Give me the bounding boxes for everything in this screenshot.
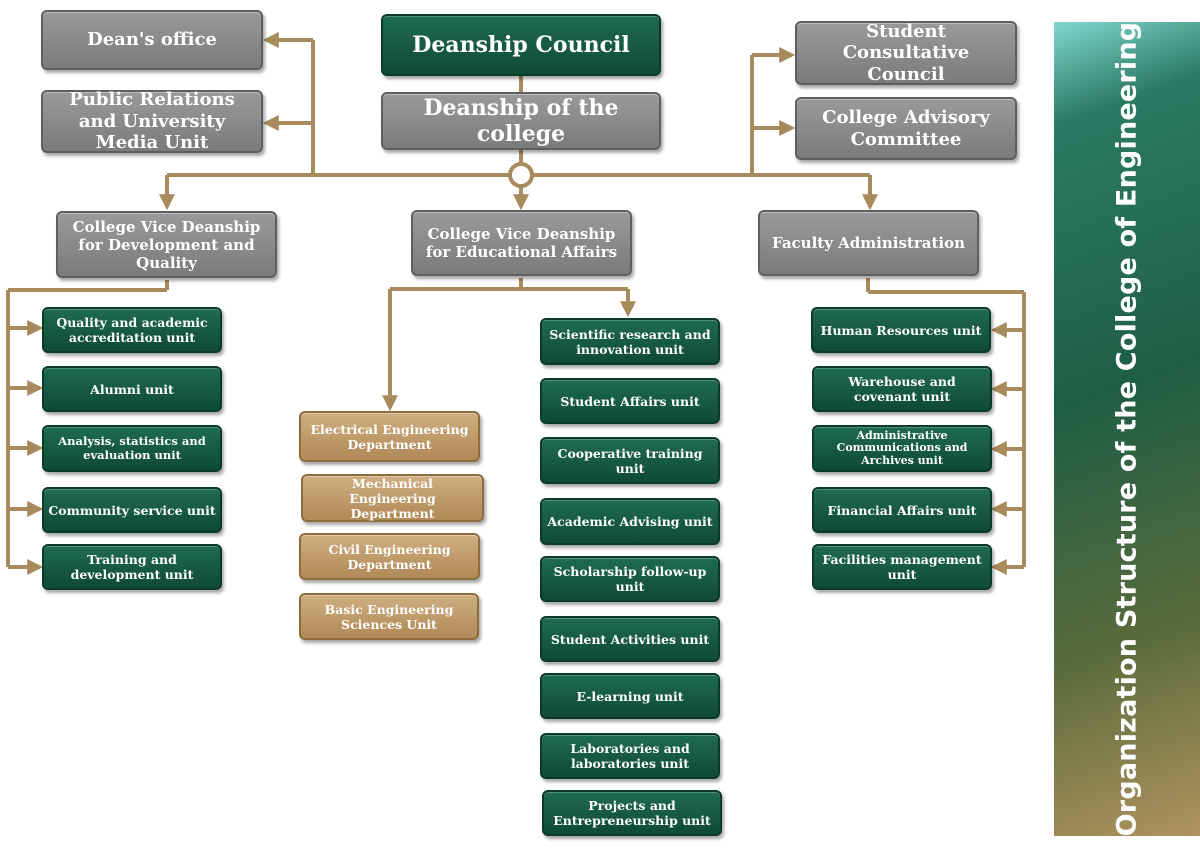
department-box: Civil Engineering Department	[299, 533, 480, 580]
deans-office-box: Dean's office	[41, 10, 263, 70]
development-unit-box: Training and development unit	[42, 544, 222, 590]
department-box: Electrical Engineering Department	[299, 411, 480, 462]
admin-unit-box: Warehouse and covenant unit	[812, 366, 992, 412]
student-consultative-council-box: Student Consultative Council	[795, 21, 1017, 85]
development-unit-box: Analysis, statistics and evaluation unit	[42, 425, 222, 472]
side-title-banner: Organization Structure of the College of…	[1054, 22, 1200, 836]
admin-unit-box: Human Resources unit	[811, 307, 991, 353]
deanship-council-box: Deanship Council	[381, 14, 661, 76]
admin-unit-box: Facilities management unit	[812, 544, 992, 590]
vice-deanship-educational-box: College Vice Deanship for Educational Af…	[411, 210, 632, 276]
development-unit-box: Quality and academic accreditation unit	[42, 307, 222, 353]
educational-unit-box: Projects and Entrepreneurship unit	[542, 790, 722, 836]
faculty-administration-box: Faculty Administration	[758, 210, 979, 276]
educational-unit-box: Student Affairs unit	[540, 378, 720, 424]
admin-unit-box: Administrative Communications and Archiv…	[812, 425, 992, 472]
vice-deanship-development-box: College Vice Deanship for Development an…	[56, 211, 277, 278]
department-box: Basic Engineering Sciences Unit	[299, 593, 479, 640]
college-advisory-committee-box: College Advisory Committee	[795, 97, 1017, 160]
side-title-text: Organization Structure of the College of…	[1111, 21, 1143, 837]
educational-unit-box: E-learning unit	[540, 673, 720, 719]
educational-unit-box: Scholarship follow-up unit	[540, 556, 720, 602]
educational-unit-box: Student Activities unit	[540, 616, 720, 662]
development-unit-box: Community service unit	[42, 487, 222, 533]
public-relations-box: Public Relations and University Media Un…	[41, 89, 263, 153]
educational-unit-box: Academic Advising unit	[540, 498, 720, 545]
department-box: Mechanical Engineering Department	[301, 474, 484, 522]
educational-unit-box: Cooperative training unit	[540, 437, 720, 484]
deanship-of-college-box: Deanship of the college	[381, 92, 661, 150]
educational-unit-box: Scientific research and innovation unit	[540, 318, 720, 365]
development-unit-box: Alumni unit	[42, 366, 222, 412]
admin-unit-box: Financial Affairs unit	[812, 487, 992, 533]
educational-unit-box: Laboratories and laboratories unit	[540, 733, 720, 779]
